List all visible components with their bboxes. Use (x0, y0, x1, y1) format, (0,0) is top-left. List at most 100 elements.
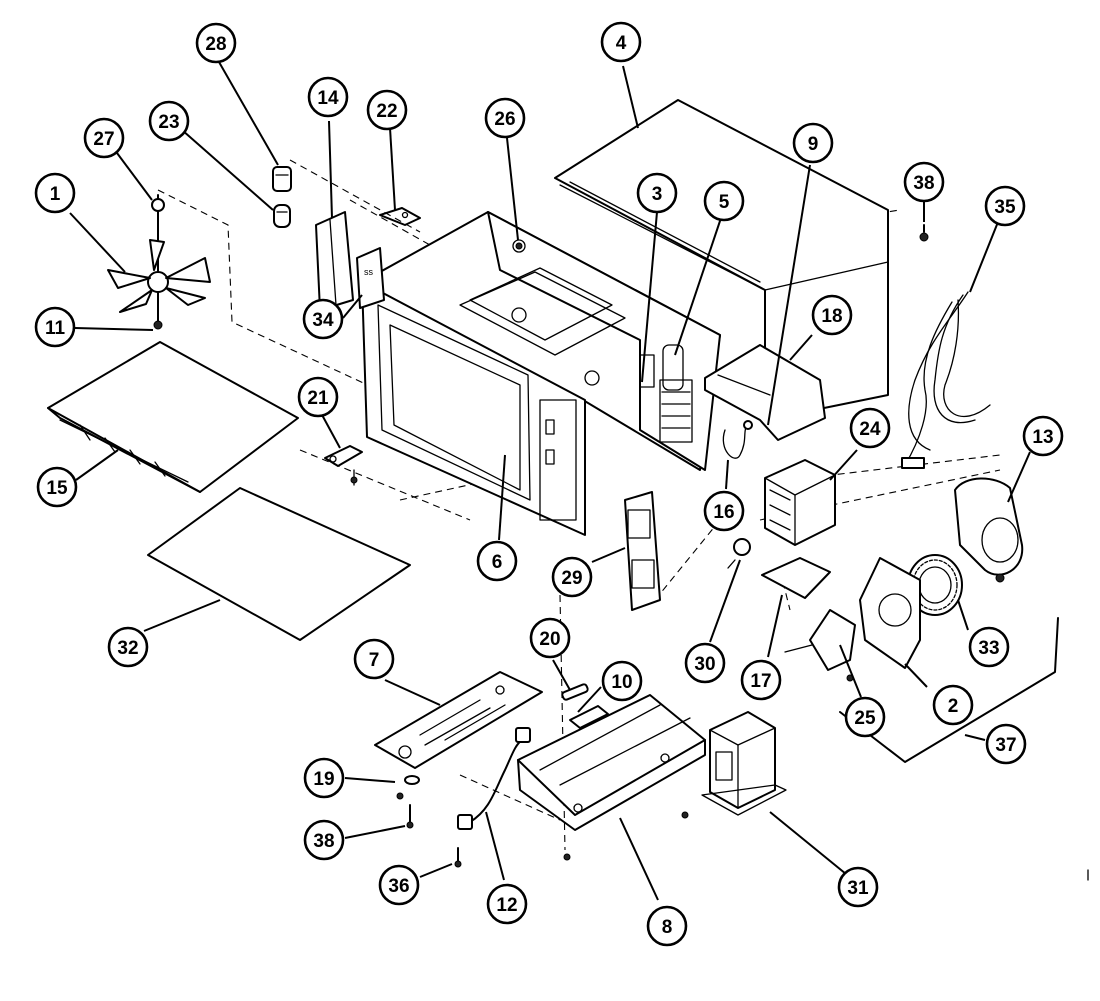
bracket-34-part: ss (356, 247, 385, 309)
screw-36-part (454, 847, 462, 868)
motor-25-part (784, 609, 856, 682)
callout-label-10: 10 (611, 672, 632, 693)
holder-10-part (569, 705, 609, 729)
callout-6: 6 (476, 540, 518, 582)
callout-label-4: 4 (616, 33, 627, 54)
callout-label-13: 13 (1032, 427, 1053, 448)
callout-label-32: 32 (117, 638, 138, 659)
callout-label-20: 20 (539, 629, 560, 650)
callout-1: 1 (34, 172, 76, 214)
blower-wheel-33-part (907, 554, 963, 616)
callout-label-33: 33 (978, 638, 999, 659)
callout-12: 12 (486, 883, 528, 925)
callout-11: 11 (34, 306, 76, 348)
wire-harness-35-part (901, 291, 991, 469)
outer-cabinet-part (554, 99, 889, 421)
callout-label-2: 2 (948, 696, 959, 717)
callout-31: 31 (837, 866, 879, 908)
latch-21-part (324, 445, 363, 486)
callout-16: 16 (703, 490, 745, 532)
callout-label-14: 14 (317, 88, 339, 109)
callout-7: 7 (353, 638, 395, 680)
base-8-part (517, 694, 706, 861)
callout-label-21: 21 (307, 388, 329, 409)
leader-lines (69, 61, 1031, 901)
front-frame-part (361, 281, 586, 536)
cover-18-part (704, 344, 826, 441)
callout-23: 23 (148, 100, 190, 142)
callout-label-25: 25 (854, 708, 876, 729)
callout-36: 36 (378, 864, 420, 906)
callout-9: 9 (792, 122, 834, 164)
callout-label-5: 5 (719, 192, 730, 213)
callout-4: 4 (600, 21, 642, 63)
callout-label-34: 34 (312, 310, 334, 331)
callout-label-30: 30 (694, 654, 715, 675)
callout-label-22: 22 (376, 101, 397, 122)
callout-label-38a: 38 (913, 173, 934, 194)
callout-22: 22 (366, 89, 408, 131)
lamp-socket-28-part (272, 166, 292, 192)
svg-text:ss: ss (364, 267, 374, 277)
callout-label-35: 35 (994, 197, 1016, 218)
callout-18: 18 (811, 294, 853, 336)
callout-37: 37 (985, 723, 1027, 765)
callout-label-19: 19 (313, 769, 334, 790)
plate-7-part (374, 671, 543, 769)
callout-32: 32 (107, 626, 149, 668)
callout-label-26: 26 (494, 109, 515, 130)
callout-2: 2 (932, 684, 974, 726)
fan-blade-part (107, 194, 211, 330)
callout-15: 15 (36, 466, 78, 508)
callout-38b: 38 (303, 819, 345, 861)
callout-13: 13 (1022, 415, 1064, 457)
lamp-23-part (273, 204, 291, 228)
callout-label-23: 23 (158, 112, 179, 133)
bracket-17-part (761, 557, 831, 599)
callout-label-9: 9 (808, 134, 819, 155)
callout-35: 35 (984, 185, 1026, 227)
fuse-20-part (561, 683, 589, 701)
callout-8: 8 (646, 905, 688, 947)
blower-housing-13-part (954, 477, 1024, 583)
callout-19: 19 (303, 757, 345, 799)
callout-label-37: 37 (995, 735, 1016, 756)
callout-label-31: 31 (847, 878, 869, 899)
callout-10: 10 (601, 660, 643, 702)
magnetron-24-part (764, 459, 836, 546)
callout-label-7: 7 (369, 650, 380, 671)
callout-33: 33 (968, 626, 1010, 668)
bracket-22-part (379, 207, 421, 226)
bracket-14-part (315, 211, 354, 311)
callout-28: 28 (195, 22, 237, 64)
callout-label-11: 11 (45, 318, 66, 339)
switch-board-29-part (624, 491, 661, 611)
callout-17: 17 (740, 659, 782, 701)
callout-29: 29 (551, 556, 593, 598)
callout-label-12: 12 (496, 895, 517, 916)
screw-38-part (919, 224, 929, 242)
callout-label-1: 1 (50, 184, 61, 205)
callout-label-38b: 38 (313, 831, 334, 852)
cord-12-part (457, 727, 531, 830)
transformer-31-part (701, 711, 787, 816)
callout-38a: 38 (903, 161, 945, 203)
panel-32-part (147, 487, 411, 641)
callout-14: 14 (307, 76, 349, 118)
callout-label-28: 28 (205, 34, 226, 55)
callout-label-17: 17 (750, 671, 771, 692)
callout-20: 20 (529, 617, 571, 659)
callout-30: 30 (684, 642, 726, 684)
callout-34: 34 (302, 298, 344, 340)
callout-label-36: 36 (388, 876, 409, 897)
motor-bracket-2-part (859, 557, 921, 669)
duct-15-part (47, 341, 299, 493)
callout-label-3: 3 (652, 184, 663, 205)
callout-label-16: 16 (713, 502, 734, 523)
callout-label-27: 27 (93, 129, 114, 150)
washer-19-part (396, 775, 420, 800)
callout-5: 5 (703, 180, 745, 222)
callout-label-6: 6 (492, 552, 503, 573)
